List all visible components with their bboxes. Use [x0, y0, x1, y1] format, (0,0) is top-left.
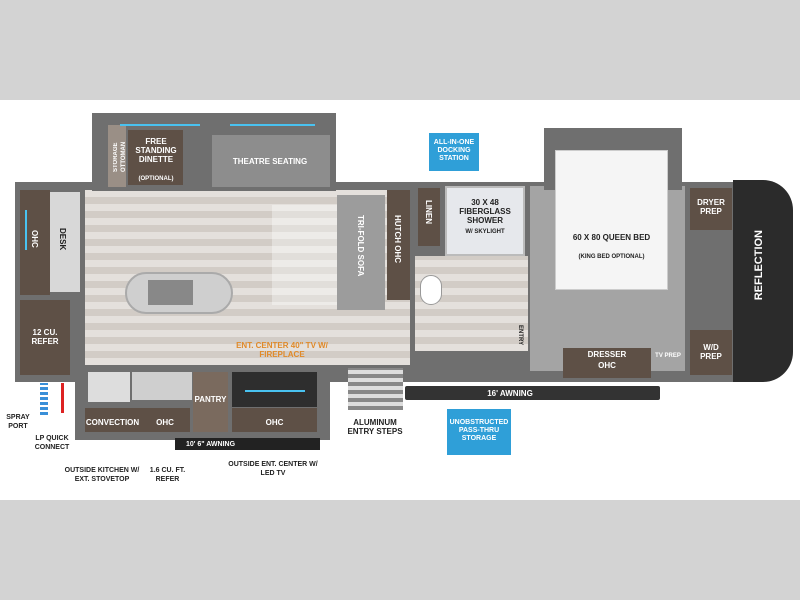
stove — [88, 372, 130, 402]
queen-bed — [555, 150, 668, 290]
counter — [132, 372, 192, 400]
kitchen-island — [125, 272, 233, 314]
dresser-label: DRESSER — [587, 350, 627, 359]
dinette-label: FREE STANDING DINETTE — [135, 137, 177, 164]
desk — [50, 192, 80, 292]
lp-line — [61, 383, 64, 413]
dresser-ohc-label: OHC — [598, 361, 616, 370]
led-strip — [245, 390, 305, 392]
theatre-seating-label: THEATRE SEATING — [232, 157, 308, 166]
storage-ottoman-label: STORAGE OTTOMAN — [113, 141, 127, 173]
led-strip — [25, 210, 27, 250]
ohc-ent-label: OHC — [265, 418, 284, 427]
wd-prep-label: W/D PREP — [700, 343, 722, 361]
aluminum-steps-label: ALUMINUM ENTRY STEPS — [347, 418, 403, 436]
desk-label: DESK — [58, 228, 67, 251]
led-strip — [120, 124, 200, 126]
linen-cabinet — [418, 188, 440, 246]
linen-label: LINEN — [424, 200, 433, 224]
refer-12-label: 12 CU. REFER — [31, 328, 59, 346]
dinette-table — [128, 130, 183, 185]
queen-bed-label: 60 x 80 QUEEN BED — [572, 233, 651, 242]
ohc-kitchen-label: OHC — [156, 418, 174, 427]
outside-ent-label: OUTSIDE ENT. CENTER w/ LED TV — [228, 461, 318, 477]
sink — [148, 280, 193, 305]
hutch-label: HUTCH OHC — [393, 215, 402, 263]
ent-center — [232, 372, 317, 407]
king-optional-label: (KING BED OPTIONAL) — [578, 254, 645, 260]
dresser — [563, 348, 651, 378]
docking-station-badge: ALL-IN-ONE DOCKING STATION — [428, 132, 480, 172]
skylight-label: w/ SKYLIGHT — [465, 229, 505, 235]
ohc-left-label: OHC — [30, 230, 39, 248]
sofa-label: TRI-FOLD SOFA — [356, 215, 365, 277]
lp-quick-label: LP QUICK CONNECT — [34, 435, 70, 451]
tv-prep-label: TV PREP — [655, 353, 681, 359]
entry-steps — [348, 368, 403, 410]
entry-label: ENTRY — [517, 325, 523, 346]
pass-thru-storage-badge: UNOBSTRUCTED PASS-THRU STORAGE — [446, 408, 512, 456]
tri-fold-sofa — [337, 195, 385, 310]
spray-port-label: SPRAY PORT — [6, 414, 30, 430]
pantry-label: PANTRY — [194, 395, 227, 404]
wd-prep — [690, 330, 732, 375]
refer-12 — [20, 300, 70, 375]
front-cap — [733, 180, 793, 382]
dryer-prep-label: DRYER PREP — [697, 198, 725, 216]
storage-ottoman — [108, 125, 126, 187]
spray-port-hose — [40, 383, 48, 415]
dinette-optional-label: (OPTIONAL) — [138, 176, 174, 182]
led-strip — [230, 124, 315, 126]
reflection-logo: REFLECTION — [753, 230, 765, 301]
awning-16-label: 16' AWNING — [487, 389, 533, 398]
pantry — [193, 372, 228, 432]
hutch — [387, 190, 410, 300]
shower — [445, 186, 525, 256]
convection-label: CONVECTION — [85, 418, 140, 427]
awning-10 — [175, 438, 320, 450]
toilet — [420, 275, 442, 305]
ent-center-label: ENT. CENTER 40" TV w/ FIREPLACE — [236, 341, 328, 359]
shower-label: 30 x 48 FIBERGLASS SHOWER — [459, 198, 511, 225]
awning-10-label: 10' 6" AWNING — [185, 441, 236, 448]
rug — [272, 205, 337, 305]
refer-16-label: 1.6 CU. FT. REFER — [149, 467, 186, 483]
dryer-prep — [690, 188, 732, 230]
ohc-kitchen — [85, 408, 190, 432]
awning-16 — [405, 386, 660, 400]
ohc-ent — [232, 408, 317, 432]
theatre-seating — [212, 135, 330, 187]
outside-kitchen-label: OUTSIDE KITCHEN w/ EXT. STOVETOP — [64, 467, 140, 483]
